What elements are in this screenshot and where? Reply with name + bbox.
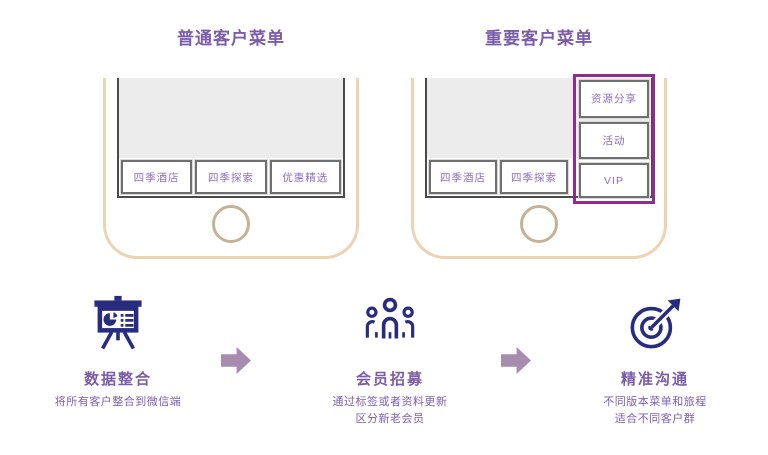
feature-desc-line: 通过标签或者资料更新 bbox=[332, 396, 448, 408]
feature-title: 数据整合 bbox=[83, 371, 152, 388]
left-phone-title: 普通客户菜单 bbox=[177, 29, 285, 48]
home-button bbox=[520, 205, 558, 243]
vip-button-vip: VIP bbox=[579, 163, 649, 199]
feature-member-recruitment: 会员招募 通过标签或者资料更新 区分新老会员 bbox=[280, 292, 500, 427]
presentation-chart-icon bbox=[8, 292, 228, 356]
feature-desc: 将所有客户整合到微信端 bbox=[8, 394, 228, 411]
menu-button-explore: 四季探索 bbox=[195, 160, 267, 194]
feature-desc: 不同版本菜单和旅程 适合不同客户群 bbox=[545, 394, 765, 427]
feature-data-integration: 数据整合 将所有客户整合到微信端 bbox=[8, 292, 228, 411]
target-arrow-icon bbox=[545, 292, 765, 356]
left-phone-screen: 四季酒店 四季探索 优惠精选 bbox=[117, 78, 345, 198]
right-phone-mockup: 四季酒店 四季探索 资源分享 活动 VIP bbox=[411, 74, 667, 259]
home-button bbox=[212, 205, 250, 243]
menu-button-hotel: 四季酒店 bbox=[121, 160, 193, 194]
menu-button-hotel: 四季酒店 bbox=[429, 160, 497, 194]
left-phone-mockup: 四季酒店 四季探索 优惠精选 bbox=[103, 78, 359, 259]
feature-desc-line: 区分新老会员 bbox=[355, 412, 425, 425]
feature-title: 会员招募 bbox=[355, 371, 424, 388]
feature-precise-communication: 精准沟通 不同版本菜单和旅程 适合不同客户群 bbox=[545, 292, 765, 427]
vip-button-resource-share: 资源分享 bbox=[579, 80, 649, 118]
flow-arrow-icon bbox=[501, 347, 531, 374]
feature-desc-line: 将所有客户整合到微信端 bbox=[54, 396, 182, 408]
member-group-icon bbox=[280, 292, 500, 356]
menu-button-explore: 四季探索 bbox=[500, 160, 568, 194]
menu-button-offers: 优惠精选 bbox=[269, 160, 341, 194]
vip-button-activity: 活动 bbox=[579, 121, 649, 160]
right-phone-title: 重要客户菜单 bbox=[485, 29, 593, 48]
feature-title: 精准沟通 bbox=[620, 371, 689, 388]
feature-desc: 通过标签或者资料更新 区分新老会员 bbox=[280, 394, 500, 427]
feature-desc-line: 不同版本菜单和旅程 bbox=[603, 396, 707, 408]
feature-desc-line: 适合不同客户群 bbox=[614, 412, 696, 425]
left-phone-menu-strip: 四季酒店 四季探索 优惠精选 bbox=[119, 158, 343, 196]
vip-menu-highlight-box: 资源分享 活动 VIP bbox=[573, 74, 655, 204]
